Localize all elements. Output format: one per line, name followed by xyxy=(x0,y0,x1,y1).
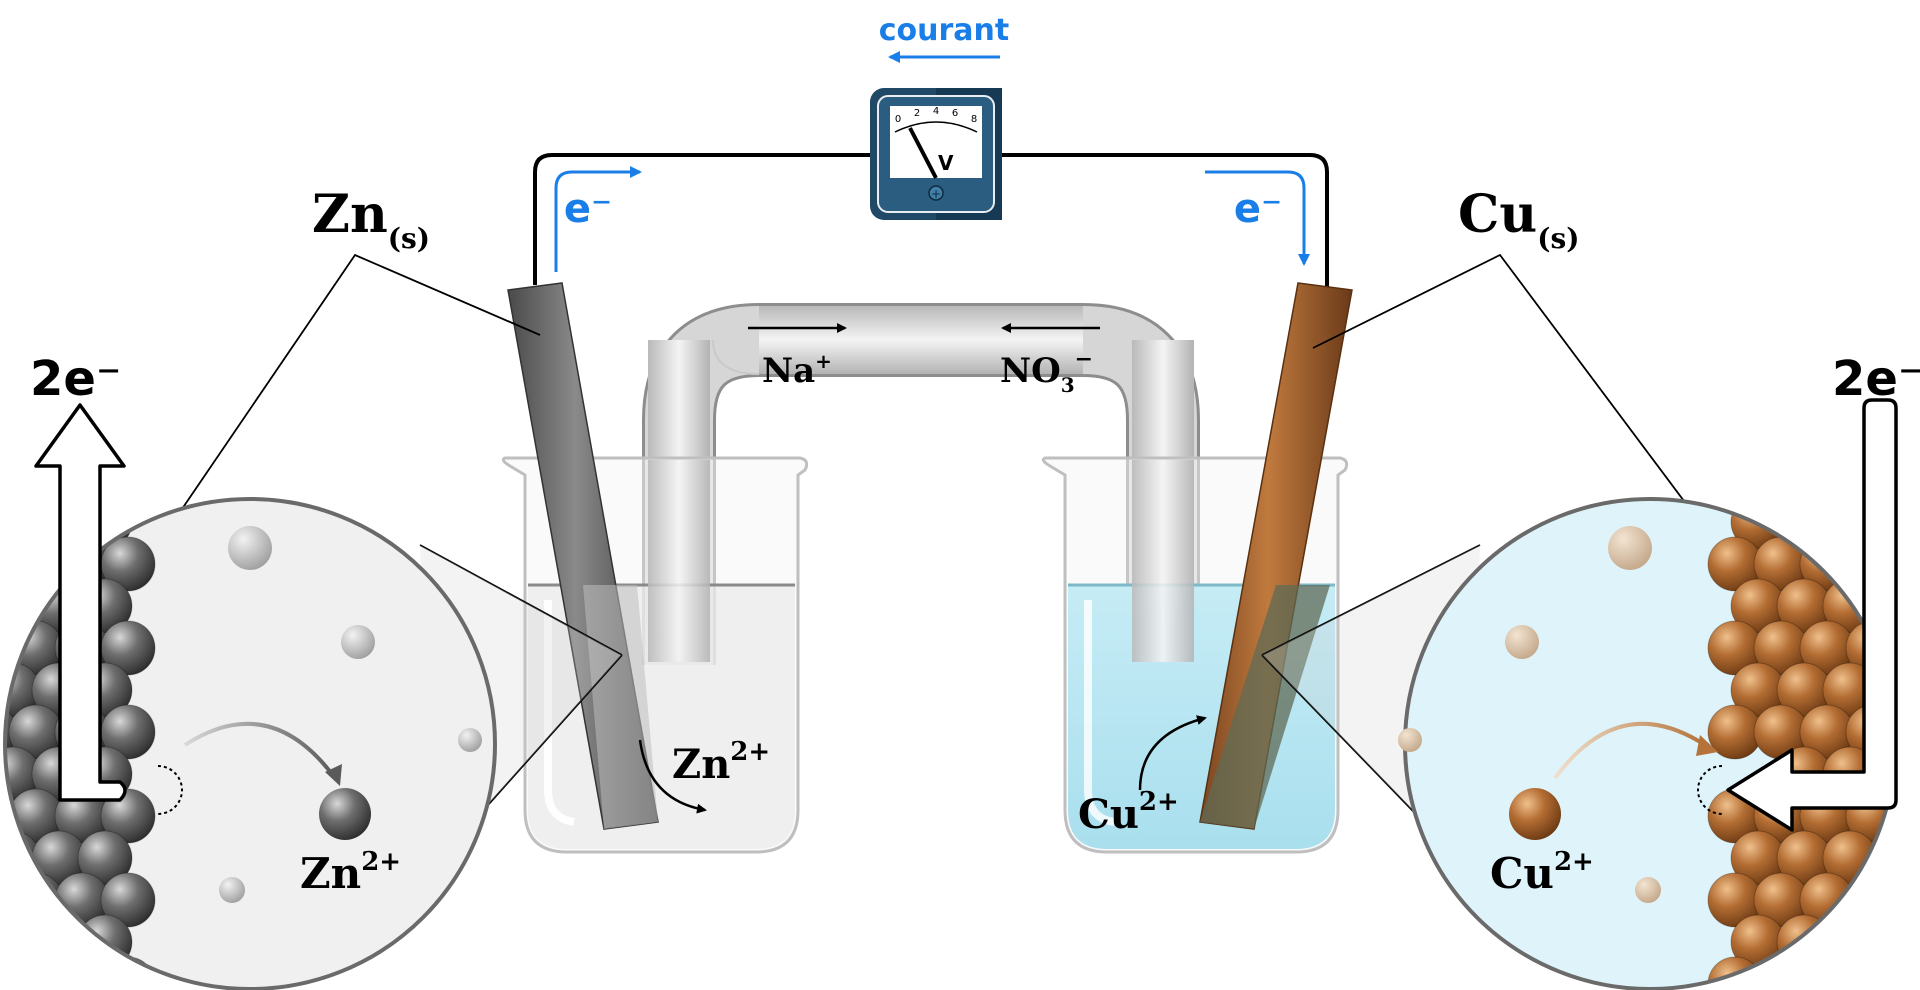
current-label: courant xyxy=(879,13,1010,48)
electron-label-right: e⁻ xyxy=(1234,186,1282,232)
lattice-atom xyxy=(1776,914,1832,970)
meter-tick-8: 8 xyxy=(971,114,977,125)
zn-ion-departure-arrow xyxy=(183,721,337,780)
wire-left xyxy=(533,153,870,285)
cu-ion-particle xyxy=(1635,877,1661,903)
zn-ion-particle xyxy=(228,526,272,570)
meter-tick-4: 4 xyxy=(933,106,939,117)
cu-ion-beaker-label: Cu2+ xyxy=(1078,787,1179,838)
zinc-solid-label: Zn(s) xyxy=(312,184,430,255)
meter-needle xyxy=(908,127,938,179)
cu-ion-deposit-zoom-arrow xyxy=(1553,721,1707,780)
lattice-atom xyxy=(5,499,18,508)
lattice-atom xyxy=(1799,499,1855,508)
electron-label-left: e⁻ xyxy=(564,186,612,232)
lattice-atom xyxy=(5,536,18,592)
zn-vacancy xyxy=(157,765,183,815)
wire-right xyxy=(1000,153,1329,290)
copper-zoom-line-top xyxy=(1261,544,1481,656)
electron-flow-right-arrow xyxy=(1205,170,1310,266)
lattice-atom xyxy=(1891,956,1895,989)
salt-bridge-left-leg xyxy=(648,460,710,662)
lattice-atom xyxy=(8,956,64,989)
meter-terminal-sign: + xyxy=(931,187,941,201)
two-electron-left-label: 2e⁻ xyxy=(30,351,121,407)
lattice-atom xyxy=(1822,914,1878,970)
cu-ion-particle xyxy=(1608,526,1652,570)
meter-tick-0: 0 xyxy=(895,114,901,125)
lattice-atom xyxy=(1891,872,1895,928)
zn-ion-particle xyxy=(219,877,245,903)
lattice-atom xyxy=(54,956,110,989)
lattice-atom xyxy=(5,914,41,970)
cu-ion-zoom-label: Cu2+ xyxy=(1490,847,1594,898)
cu-ion-particle xyxy=(1505,625,1539,659)
zn-ion-zoom-label: Zn2+ xyxy=(300,847,401,898)
voltmeter: 0 2 4 6 8 V + xyxy=(870,88,1002,220)
lattice-atom xyxy=(1799,956,1855,989)
meter-unit: V xyxy=(938,151,954,175)
lattice-atom xyxy=(1845,956,1895,989)
cu-ion-deposit-arrow xyxy=(1138,715,1207,791)
lattice-atom xyxy=(5,499,41,550)
meter-scale-arc xyxy=(894,121,978,133)
lattice-atom xyxy=(1868,914,1895,970)
zn-ion-beaker-label: Zn2+ xyxy=(672,737,770,788)
electron-in-arrow xyxy=(1726,398,1898,832)
lattice-atom xyxy=(8,536,64,592)
zn-ion-particle xyxy=(341,625,375,659)
lattice-atom xyxy=(5,620,18,676)
lattice-atom xyxy=(77,830,133,886)
meter-terminal xyxy=(928,185,944,201)
electron-out-arrow xyxy=(34,403,127,802)
copper-label-leader xyxy=(1312,253,1759,601)
copper-solid-label: Cu(s) xyxy=(1458,184,1579,255)
electron-flow-left-arrow xyxy=(554,166,642,272)
na-ion-label: Na+ xyxy=(762,349,832,391)
cu-vacancy xyxy=(1697,765,1723,815)
lattice-atom xyxy=(5,956,18,989)
lattice-atom xyxy=(8,872,64,928)
meter-tick-6: 6 xyxy=(952,108,958,119)
lattice-atom xyxy=(1707,499,1763,508)
zinc-label-leader xyxy=(119,253,541,601)
lattice-atom xyxy=(1753,499,1809,508)
two-electron-right-label: 2e⁻ xyxy=(1832,351,1920,407)
lattice-atom xyxy=(100,872,156,928)
cu-ion-arriving xyxy=(1509,788,1561,840)
lattice-atom xyxy=(100,788,156,844)
zinc-zoom-line-top xyxy=(419,544,623,656)
meter-tick-2: 2 xyxy=(914,108,920,119)
salt-bridge-right-leg xyxy=(1132,460,1194,662)
no3-ion-label: NO3− xyxy=(1000,346,1093,397)
zn-ion-leaving xyxy=(319,788,371,840)
lattice-atom xyxy=(31,914,87,970)
lattice-atom xyxy=(5,872,18,928)
zn-ion-release-arrow xyxy=(638,739,707,814)
copper-zoom-view xyxy=(1398,497,1897,990)
zn-ion-particle xyxy=(458,728,482,752)
zinc-electrode-submerged xyxy=(583,585,658,829)
cu-ion-particle xyxy=(1398,728,1422,752)
copper-electrode-submerged xyxy=(1200,585,1330,829)
